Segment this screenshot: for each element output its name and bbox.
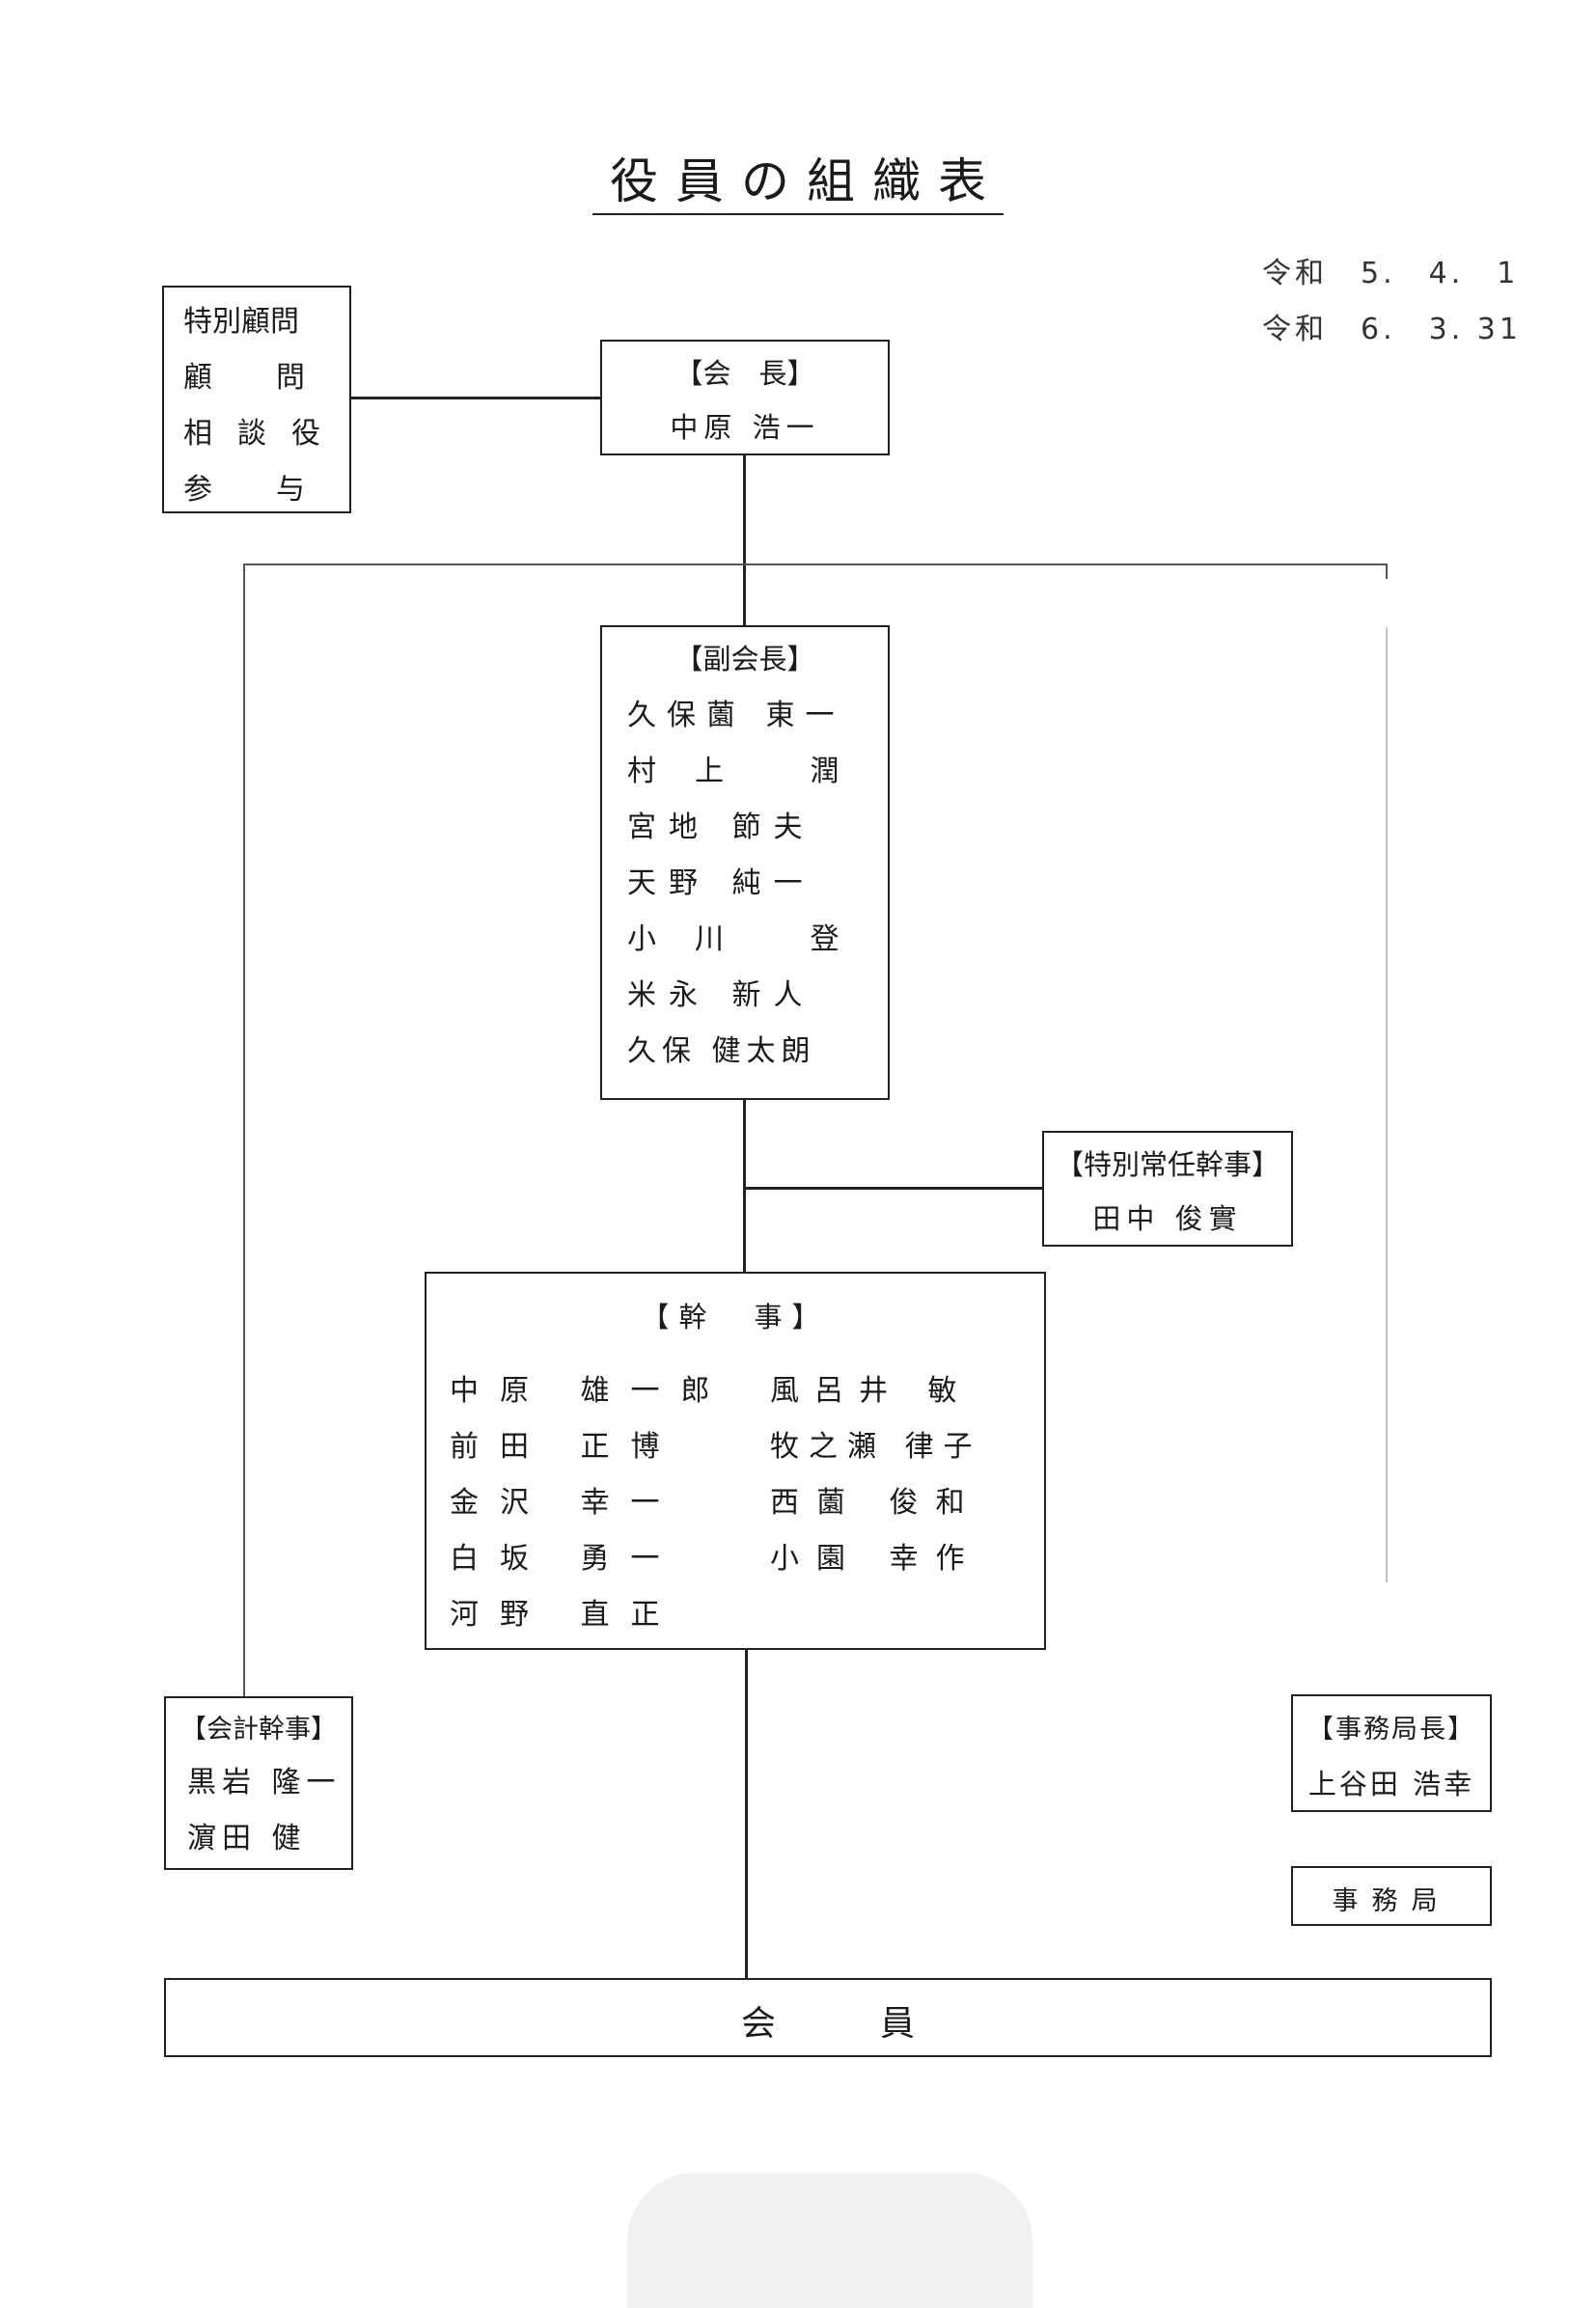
president-name: 中原 浩一 <box>670 411 820 444</box>
treasurer-name: 黒岩 隆一 <box>187 1766 342 1800</box>
vice-presidents-box: 【副会長】 久保薗 東一 村上 潤 宮地 節夫 天野 純一 小川 登 米永 新人… <box>600 625 890 1100</box>
office-chief-name: 上谷田 浩幸 <box>1307 1768 1475 1800</box>
special-secretary-name: 田中 俊實 <box>1092 1202 1243 1235</box>
members-box: 会 員 <box>164 1978 1492 2057</box>
treasurer-name: 濵田 健 <box>187 1822 307 1855</box>
secretary-name: 金沢 幸一 <box>450 1486 681 1520</box>
vice-president-name: 村上 潤 <box>627 755 878 788</box>
president-box: 【会 長】 中原 浩一 <box>600 340 890 455</box>
vice-president-name: 天野 純一 <box>627 866 815 900</box>
secretaries-title: 【幹 事】 <box>641 1301 830 1333</box>
connector-president-vice <box>743 453 746 625</box>
connector-advisors-president <box>349 397 602 399</box>
office-label: 事務局 <box>1332 1886 1451 1916</box>
vice-president-name: 小川 登 <box>627 922 878 956</box>
president-title: 【会 長】 <box>674 357 815 390</box>
secretary-name: 中原 雄一郎 <box>450 1374 731 1408</box>
vice-president-name: 久保薗 東一 <box>627 699 845 732</box>
advisor-counselor: 参与 <box>183 473 369 507</box>
advisors-box: 特別顧問 顧問 相談役 参与 <box>162 286 351 513</box>
members-label: 会 員 <box>740 2004 915 2044</box>
date-end: 令和 6. 3. 31 <box>1262 313 1522 346</box>
office-box: 事務局 <box>1291 1866 1492 1926</box>
vice-president-name: 米永 新人 <box>627 978 815 1012</box>
connector-right-branch <box>1386 627 1388 1582</box>
special-secretary-title: 【特別常任幹事】 <box>1055 1148 1280 1181</box>
special-secretary-box: 【特別常任幹事】 田中 俊實 <box>1042 1131 1293 1247</box>
secretary-name: 河野 直正 <box>450 1598 681 1632</box>
page-title: 役員の組織表 <box>0 143 1596 215</box>
office-chief-box: 【事務局長】 上谷田 浩幸 <box>1291 1694 1492 1812</box>
secretary-name: 牧之瀬 律子 <box>770 1430 982 1464</box>
vice-president-name: 宮地 節夫 <box>627 811 815 844</box>
secretary-name: 白坂 勇一 <box>450 1542 681 1576</box>
secretaries-box: 【幹 事】 中原 雄一郎 前田 正博 金沢 幸一 白坂 勇一 河野 直正 風呂井… <box>425 1272 1046 1650</box>
scan-smudge <box>627 2173 1032 2308</box>
connector-secretaries-members <box>745 1648 748 1980</box>
secretary-name: 小園 幸作 <box>770 1542 982 1576</box>
secretary-name: 西薗 俊和 <box>770 1486 982 1520</box>
connector-special-secretary <box>743 1187 1044 1190</box>
secretary-name: 風呂井 敏 <box>770 1374 973 1408</box>
connector-left-branch <box>243 563 245 1696</box>
connector-top-bus <box>243 563 1388 565</box>
office-chief-title: 【事務局長】 <box>1307 1715 1475 1745</box>
connector-vice-secretaries <box>743 1098 746 1274</box>
treasurer-title: 【会計幹事】 <box>180 1715 337 1745</box>
secretary-name: 前田 正博 <box>450 1430 681 1464</box>
connector-right-branch-top <box>1386 563 1388 579</box>
advisor-special: 特別顧問 <box>183 305 299 339</box>
advisor-consultant: 相談役 <box>183 417 345 451</box>
treasurer-box: 【会計幹事】 黒岩 隆一 濵田 健 <box>164 1696 353 1870</box>
vice-president-name: 久保 健太朗 <box>627 1034 816 1068</box>
advisor: 顧問 <box>183 361 369 395</box>
date-start: 令和 5. 4. 1 <box>1262 257 1520 290</box>
vice-presidents-title: 【副会長】 <box>674 643 815 675</box>
